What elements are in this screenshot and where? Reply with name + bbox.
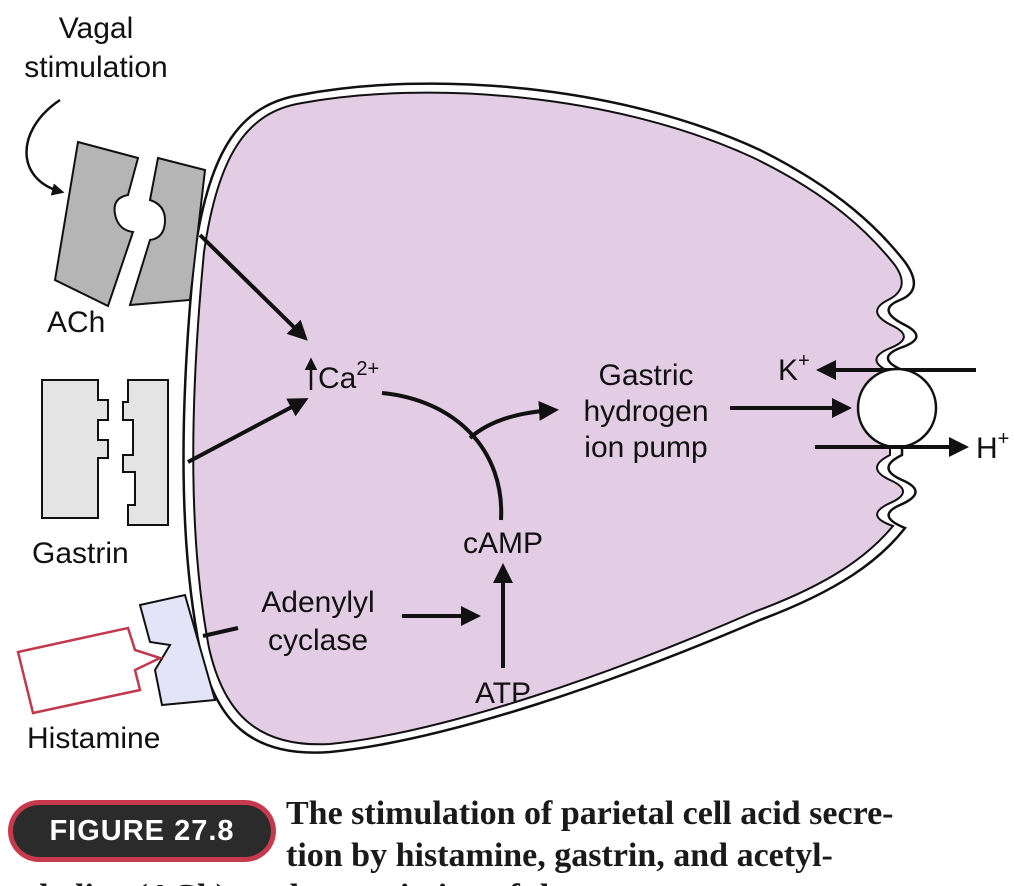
k-ion-label: K+: [778, 350, 810, 387]
histamine-label: Histamine: [27, 722, 160, 755]
ca-camp-synergy-curve: [381, 391, 504, 521]
histamine-to-cyclase-line: [202, 626, 239, 638]
vagal-arrow: [25, 98, 65, 196]
figure-caption: The stimulation of parietal cell acid se…: [286, 793, 1006, 877]
figure-badge: FIGURE 27.8: [8, 800, 276, 862]
figure-badge-label: FIGURE 27.8: [13, 805, 271, 857]
atp-label: ATP: [475, 677, 531, 710]
adenylyl-cyclase-label-line1: Adenylyl: [261, 586, 374, 619]
vagal-label-line1: Vagal: [59, 12, 134, 45]
proton-pump-transporter: [856, 367, 938, 449]
ach-receptor: [128, 156, 207, 307]
pump-label-line2: hydrogen: [583, 395, 708, 428]
ach-label: ACh: [47, 306, 105, 339]
caption-line-3: choline (ACh), and potentiation of the: [24, 876, 1004, 886]
camp-label: cAMP: [463, 527, 543, 560]
ach-ligand: [53, 140, 140, 308]
histamine-receptor: [138, 593, 217, 707]
gastrin-label: Gastrin: [32, 537, 129, 570]
ca-label: Ca2+: [318, 358, 379, 395]
caption-line-1: The stimulation of parietal cell acid se…: [286, 795, 894, 832]
ach-to-ca-arrow: [198, 233, 308, 341]
pump-label-line3: ion pump: [584, 431, 707, 464]
synergy-to-pump-arrow: [468, 400, 559, 440]
h-ion-label: H+: [976, 428, 1009, 465]
histamine-ligand: [16, 626, 164, 715]
gastrin-to-ca-arrow: [187, 398, 309, 464]
adenylyl-cyclase-label-line2: cyclase: [268, 624, 368, 657]
pump-label-line1: Gastric: [598, 359, 693, 392]
gastrin-receptor: [122, 379, 169, 526]
gastrin-ligand: [41, 379, 109, 519]
vagal-label-line2: stimulation: [24, 51, 167, 84]
caption-line-2: tion by histamine, gastrin, and acetyl-: [286, 837, 833, 874]
